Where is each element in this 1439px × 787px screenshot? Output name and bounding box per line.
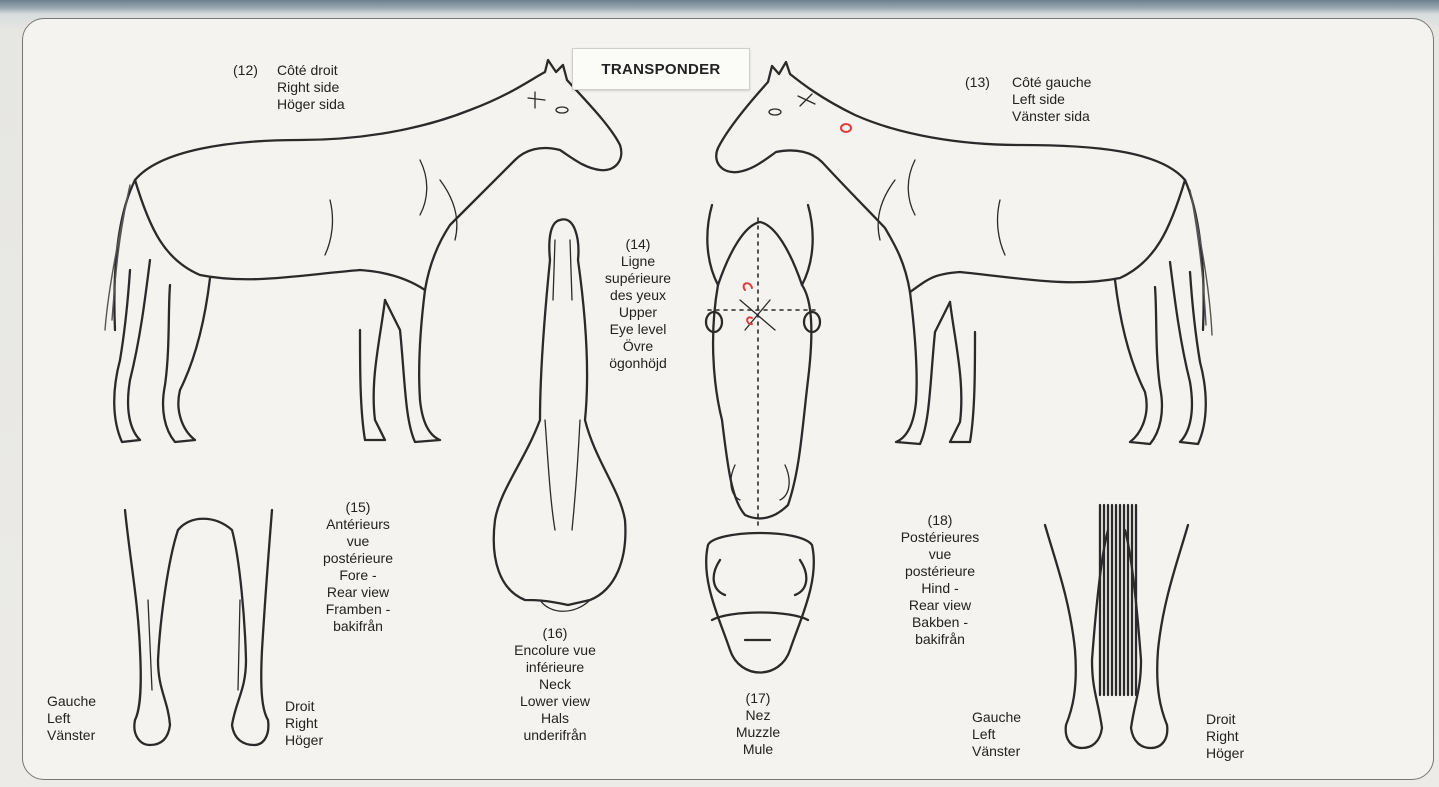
- eye-level-line: Upper: [592, 304, 684, 321]
- head-front-view-drawing: [706, 205, 820, 525]
- fore-right-line: Höger: [285, 732, 323, 749]
- hind-rear-line: Bakben -: [884, 614, 996, 631]
- hind-rear-line: Rear view: [884, 597, 996, 614]
- fore-right-side-label: Droit Right Höger: [285, 698, 323, 749]
- transponder-title: TRANSPONDER: [572, 48, 750, 90]
- eye-level-line: ögonhöjd: [592, 355, 684, 372]
- fore-rear-view-label: (15) Antérieurs vue postérieure Fore - R…: [312, 499, 404, 635]
- fore-left-line: Vänster: [47, 727, 96, 744]
- right-side-label: Côté droit Right side Höger sida: [277, 62, 345, 113]
- fore-rear-line: Framben -: [312, 601, 404, 618]
- eye-level-line: Ligne: [592, 253, 684, 270]
- neck-line: Hals: [497, 710, 613, 727]
- muzzle-line: (17): [720, 690, 796, 707]
- hind-rear-line: Hind -: [884, 580, 996, 597]
- right-side-number: (12): [233, 62, 258, 78]
- right-side-line: Côté droit: [277, 62, 345, 79]
- eye-level-line: des yeux: [592, 287, 684, 304]
- muzzle-label: (17) Nez Muzzle Mule: [720, 690, 796, 758]
- fore-rear-line: vue: [312, 533, 404, 550]
- left-side-line: Côté gauche: [1012, 74, 1091, 91]
- neck-line: Lower view: [497, 693, 613, 710]
- eye-level-label: (14) Ligne supérieure des yeux Upper Eye…: [592, 236, 684, 372]
- right-side-line: Höger sida: [277, 96, 345, 113]
- hind-rear-line: Postérieures: [884, 529, 996, 546]
- neck-line: Neck: [497, 676, 613, 693]
- hind-rear-line: (18): [884, 512, 996, 529]
- hind-right-line: Droit: [1206, 711, 1244, 728]
- muzzle-line: Mule: [720, 741, 796, 758]
- fore-left-line: Gauche: [47, 693, 96, 710]
- fore-legs-rear-view-drawing: [125, 510, 272, 745]
- neck-line: inférieure: [497, 659, 613, 676]
- hind-left-line: Vänster: [972, 743, 1021, 760]
- hind-right-line: Höger: [1206, 745, 1244, 762]
- left-side-line: Vänster sida: [1012, 108, 1091, 125]
- fore-left-side-label: Gauche Left Vänster: [47, 693, 96, 744]
- hind-rear-line: bakifrån: [884, 631, 996, 648]
- hind-right-line: Right: [1206, 728, 1244, 745]
- fore-rear-line: postérieure: [312, 550, 404, 567]
- right-side-line: Right side: [277, 79, 345, 96]
- left-side-line: Left side: [1012, 91, 1091, 108]
- fore-right-line: Right: [285, 715, 323, 732]
- muzzle-line: Muzzle: [720, 724, 796, 741]
- hind-legs-rear-view-drawing: [1045, 505, 1188, 748]
- fore-rear-line: (15): [312, 499, 404, 516]
- neck-line: (16): [497, 625, 613, 642]
- hind-left-line: Gauche: [972, 709, 1021, 726]
- left-side-label: Côté gauche Left side Vänster sida: [1012, 74, 1091, 125]
- hind-left-side-label: Gauche Left Vänster: [972, 709, 1021, 760]
- left-side-horse-drawing: [716, 62, 1212, 444]
- fore-right-line: Droit: [285, 698, 323, 715]
- eye-level-line: Eye level: [592, 321, 684, 338]
- hind-rear-line: postérieure: [884, 563, 996, 580]
- hind-left-line: Left: [972, 726, 1021, 743]
- muzzle-drawing: [706, 533, 814, 673]
- fore-rear-line: Fore -: [312, 567, 404, 584]
- neck-line: Encolure vue: [497, 642, 613, 659]
- hind-rear-view-label: (18) Postérieures vue postérieure Hind -…: [884, 512, 996, 648]
- eye-level-line: (14): [592, 236, 684, 253]
- left-side-number: (13): [965, 74, 990, 90]
- muzzle-line: Nez: [720, 707, 796, 724]
- eye-level-line: supérieure: [592, 270, 684, 287]
- hind-right-side-label: Droit Right Höger: [1206, 711, 1244, 762]
- neck-line: underifrån: [497, 727, 613, 744]
- fore-rear-line: Antérieurs: [312, 516, 404, 533]
- fore-rear-line: Rear view: [312, 584, 404, 601]
- fore-rear-line: bakifrån: [312, 618, 404, 635]
- eye-level-line: Övre: [592, 338, 684, 355]
- right-side-horse-drawing: [105, 60, 621, 442]
- fore-left-line: Left: [47, 710, 96, 727]
- neck-lower-view-label: (16) Encolure vue inférieure Neck Lower …: [497, 625, 613, 744]
- hind-rear-line: vue: [884, 546, 996, 563]
